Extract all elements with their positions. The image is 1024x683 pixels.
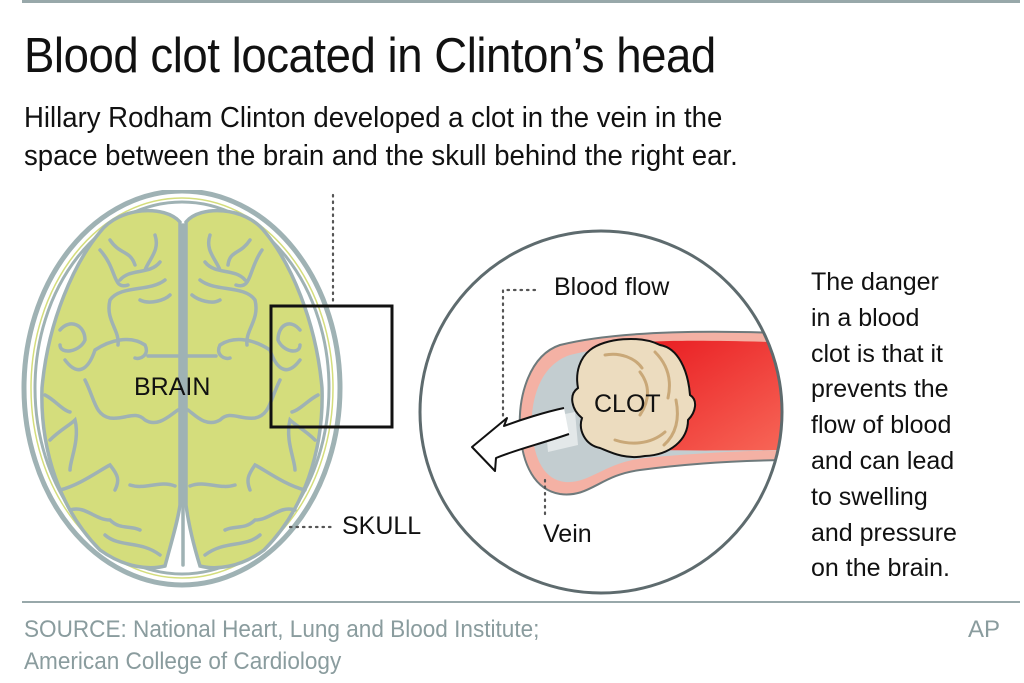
page-title: Blood clot located in Clinton’s head (24, 29, 716, 83)
subtitle-line: space between the brain and the skull be… (24, 140, 738, 172)
explanation-line: and can lead (811, 446, 955, 475)
clot-diagram (21, 190, 784, 595)
explanation-line: on the brain. (811, 554, 950, 583)
explanation-line: to swelling (811, 482, 928, 511)
source-credit: SOURCE: National Heart, Lung and Blood I… (24, 614, 539, 678)
explanation-line: prevents the (811, 375, 949, 404)
explanation-line: and pressure (811, 518, 957, 547)
bottom-rule (22, 601, 1020, 603)
blood-flow-arrow (471, 407, 570, 472)
clot-label: CLOT (594, 390, 661, 418)
blood-flow-leader-line (501, 288, 537, 422)
focus-box (269, 304, 394, 429)
brain-label: BRAIN (134, 373, 211, 401)
explanation-line: flow of blood (811, 411, 952, 440)
top-rule (22, 0, 1020, 3)
magnified-view (418, 229, 784, 595)
agency-credit: AP (967, 616, 1000, 643)
blood-flow-label: Blood flow (554, 273, 670, 301)
subtitle-line: Hillary Rodham Clinton developed a clot … (24, 102, 723, 134)
explanation-line: in a blood (811, 303, 920, 332)
source-line: SOURCE: National Heart, Lung and Blood I… (24, 616, 540, 643)
explanation-text: The danger in a blood clot is that it pr… (811, 265, 957, 587)
explanation-line: clot is that it (811, 339, 943, 368)
vein-label: Vein (543, 520, 592, 548)
subtitle: Hillary Rodham Clinton developed a clot … (24, 99, 738, 175)
source-line: American College of Cardiology (24, 648, 342, 675)
skull-label: SKULL (342, 512, 422, 540)
brain-illustration (40, 208, 324, 570)
clot-illustration (571, 338, 696, 458)
explanation-line: The danger (811, 268, 939, 296)
